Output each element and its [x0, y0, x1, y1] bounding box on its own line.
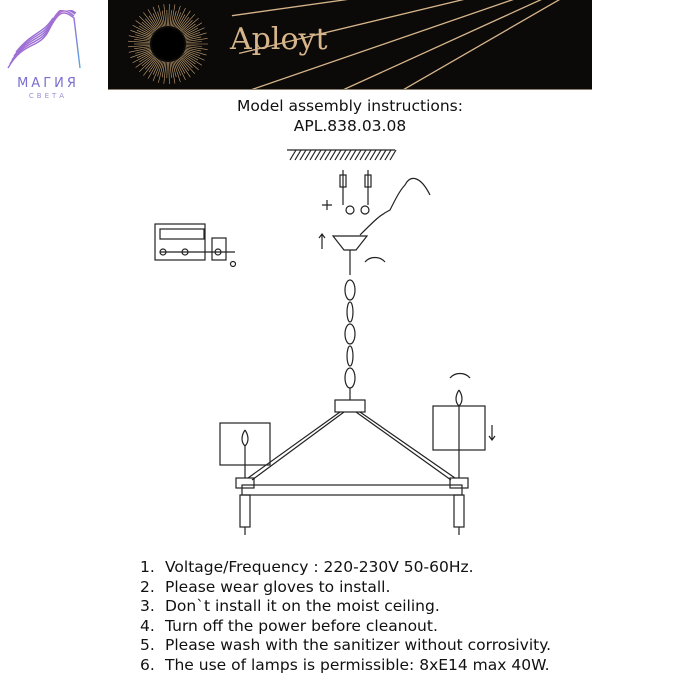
- instruction-number: 1.: [140, 558, 155, 576]
- instruction-number: 4.: [140, 616, 155, 635]
- sunburst-decoration: [128, 0, 561, 89]
- instructions-list: 1. Voltage/Frequency : 220-230V 50-60Hz. 2…: [140, 558, 551, 676]
- instruction-text: Turn off the power before cleanout.: [165, 616, 438, 635]
- terminal-block: [154, 223, 237, 268]
- instruction-item: 1. Voltage/Frequency : 220-230V 50-60Hz.: [140, 558, 551, 578]
- assembly-diagram: [154, 149, 496, 535]
- instruction-item: 6. The use of lamps is permissible: 8xE14…: [140, 656, 551, 676]
- canopy: [318, 233, 386, 263]
- ceiling-hatch: [287, 149, 397, 161]
- instruction-text: Voltage/Frequency : 220-230V 50-60Hz.: [165, 558, 474, 576]
- lamp-shades: [219, 372, 496, 478]
- power-wire: [359, 177, 431, 236]
- instruction-number: 6.: [140, 655, 155, 674]
- chandelier-frame: [235, 399, 469, 535]
- instruction-number: 5.: [140, 636, 155, 655]
- brand-banner: Aployt: [108, 0, 592, 90]
- instruction-text: Please wear gloves to install.: [165, 577, 391, 596]
- mounting-screws: [322, 170, 372, 215]
- instruction-text: Don`t install it on the moist ceiling.: [165, 597, 440, 616]
- brand-name: Aployt: [230, 22, 328, 57]
- instruction-number: 3.: [140, 597, 155, 616]
- instruction-text: The use of lamps is permissible: 8xE14 m…: [165, 655, 550, 674]
- wave-logo-icon: [7, 7, 81, 69]
- page-title: Model assembly instructions:: [237, 97, 463, 115]
- logo-text-main: МАГИЯ: [17, 76, 79, 91]
- instruction-text: Please wash with the sanitizer without c…: [165, 636, 552, 655]
- magiya-sveta-logo: МАГИЯ СВЕТА: [4, 7, 84, 100]
- model-number: APL.838.03.08: [293, 117, 407, 135]
- chain: [344, 262, 356, 400]
- logo-text-sub: СВЕТА: [28, 92, 68, 100]
- instruction-item: 3. Don`t install it on the moist ceiling.: [140, 597, 551, 617]
- instruction-number: 2.: [140, 577, 155, 596]
- instruction-item: 2. Please wear gloves to install.: [140, 578, 551, 598]
- instruction-item: 5. Please wash with the sanitizer without…: [140, 636, 551, 656]
- instruction-item: 4. Turn off the power before cleanout.: [140, 617, 551, 637]
